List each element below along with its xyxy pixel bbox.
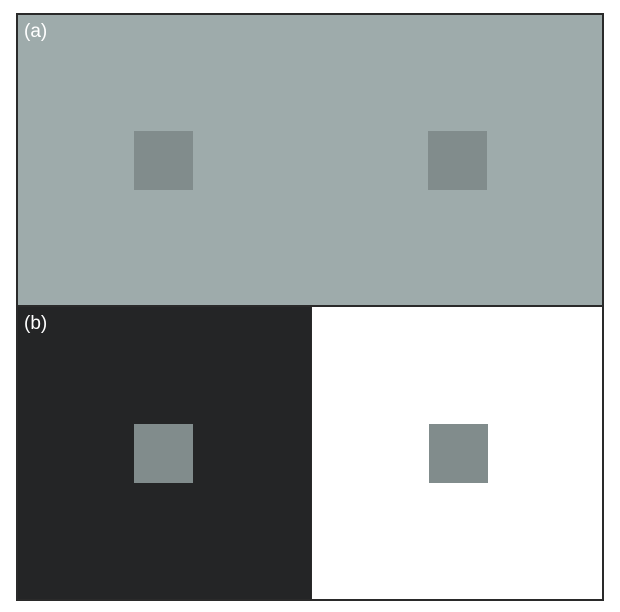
panel-a-label: (a) — [24, 21, 48, 42]
panel-b-dark-half: (b) — [18, 307, 311, 599]
panel-b-label: (b) — [24, 313, 48, 334]
panel-a-left-square — [134, 131, 193, 190]
panel-a: (a) — [18, 15, 602, 307]
panel-b-left-square — [134, 424, 193, 483]
panel-b-right-square — [429, 424, 488, 483]
panel-b-light-half — [311, 307, 602, 599]
simultaneous-contrast-figure: (a) (b) — [16, 13, 604, 601]
panel-a-right-square — [428, 131, 487, 190]
